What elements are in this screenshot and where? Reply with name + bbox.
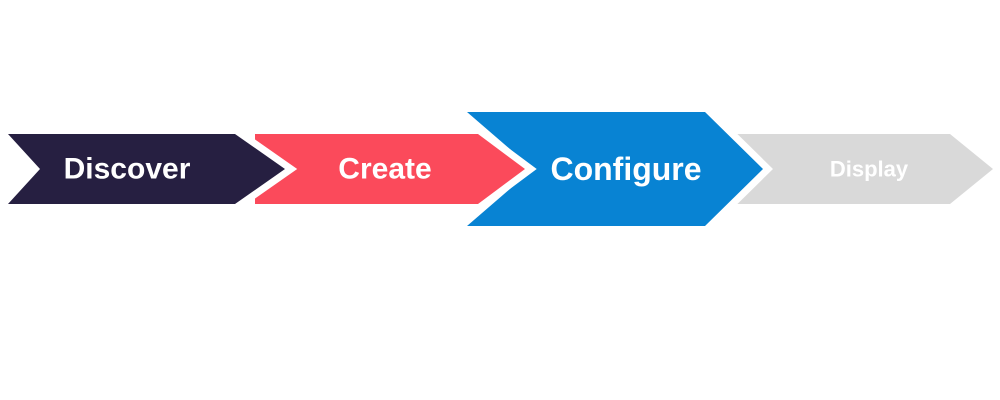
- create-chevron-shape: [255, 134, 525, 204]
- step-discover: Discover: [0, 127, 298, 211]
- step-create: Create: [248, 127, 537, 211]
- configure-chevron-shape: [467, 112, 763, 226]
- step-label-display: Display: [830, 157, 909, 182]
- step-label-configure: Configure: [550, 151, 701, 187]
- discover-chevron-shape: [8, 134, 285, 204]
- step-label-create: Create: [338, 153, 431, 186]
- display-chevron-shape: [728, 134, 993, 204]
- step-label-discover: Discover: [64, 153, 191, 186]
